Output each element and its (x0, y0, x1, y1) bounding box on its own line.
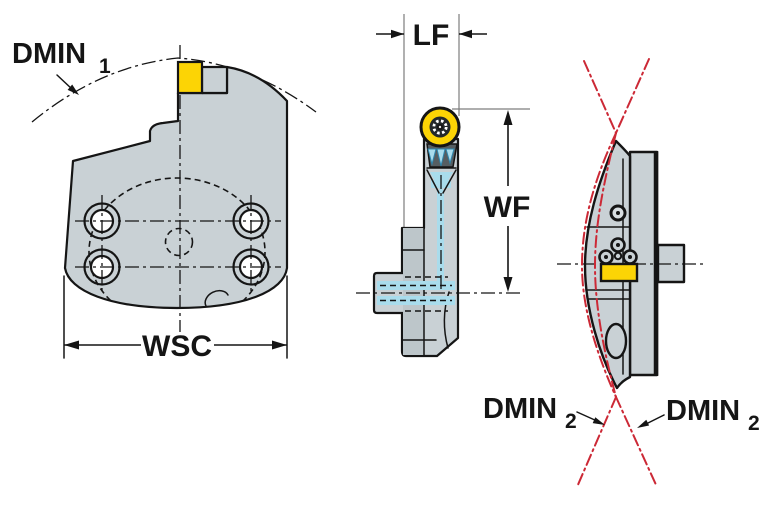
dmin1-leader (56, 74, 79, 95)
blade-screws (598, 204, 638, 265)
coupling-hidden-circle (88, 177, 266, 308)
wf-text: WF (484, 191, 531, 224)
lf-text: LF (413, 19, 450, 52)
insert-front (176, 60, 204, 95)
front-view: DMIN 1 WSC (12, 38, 317, 363)
clamp-block (200, 65, 229, 95)
dmin2-right-text: DMIN (666, 395, 740, 427)
dmin2-right-subscript: 2 (748, 412, 760, 435)
coolant-nozzles (427, 148, 455, 167)
end-view: DMIN 2 DMIN 2 (483, 58, 760, 488)
front-body (63, 65, 289, 310)
dmin1-subscript: 1 (99, 55, 111, 78)
side-body-facet (403, 228, 424, 355)
dimension-wf: WF (484, 110, 531, 292)
label-dmin2-left: DMIN 2 (483, 393, 605, 433)
center-hidden-hole (164, 227, 194, 257)
side-view: LF WF (356, 14, 531, 358)
dmin2-left-subscript: 2 (565, 410, 577, 433)
label-dmin2-right: DMIN 2 (637, 395, 760, 435)
dimension-wsc: WSC (63, 275, 288, 363)
drive-tang (204, 289, 229, 307)
wsc-text: WSC (142, 330, 212, 363)
insert-edge (599, 262, 639, 283)
dmin1-text: DMIN (12, 38, 86, 70)
blade-slot (604, 322, 628, 360)
dimension-lf: LF (376, 19, 487, 52)
front-centerlines (75, 45, 281, 332)
label-dmin1: DMIN 1 (12, 38, 111, 78)
round-insert (419, 106, 461, 148)
dmin2-envelope (576, 58, 658, 488)
dmin2-left-text: DMIN (483, 393, 557, 425)
